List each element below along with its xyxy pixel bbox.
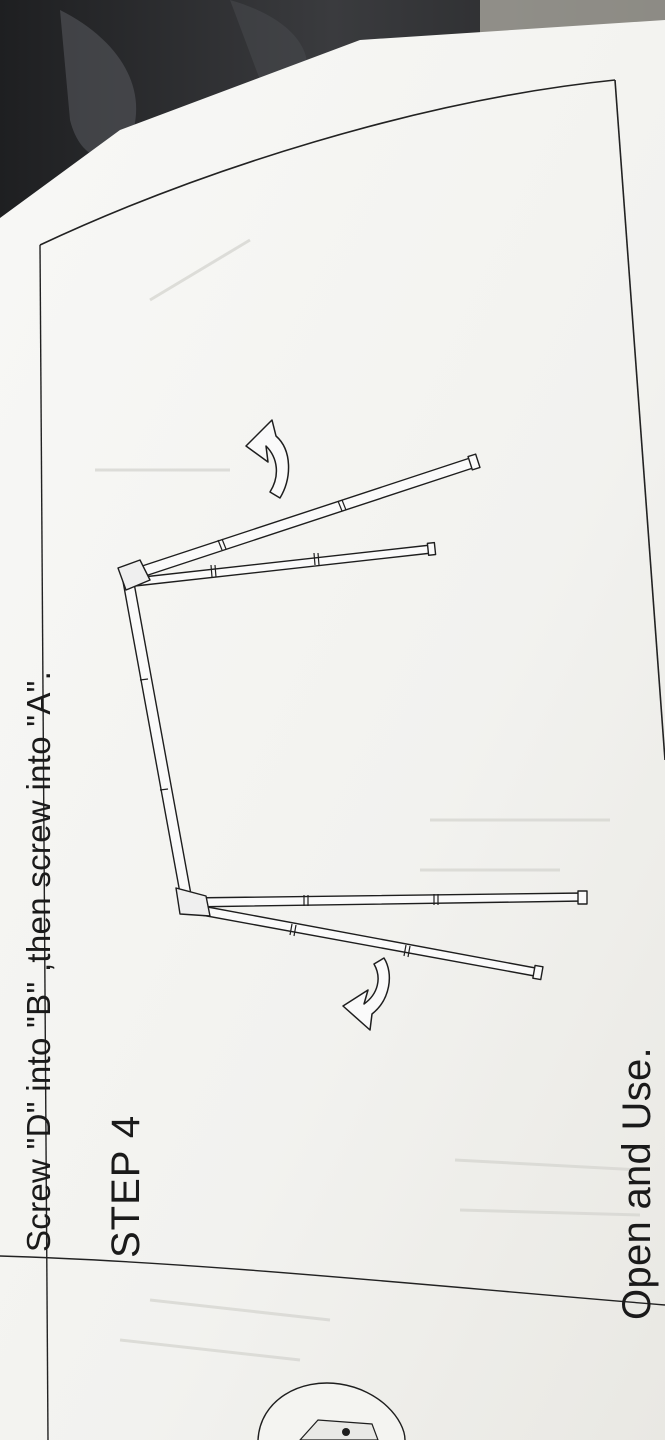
paper-sheet [0,20,665,1440]
instruction-text: Screw "D" into "B" ,then screw into "A". [20,670,57,1252]
bag-highlight [60,10,137,158]
leg-end-cap [467,453,481,471]
show-through-text [95,238,641,1362]
rotate-arrow-icon [245,419,290,499]
rotate-arrow-icon [342,957,391,1031]
frame-joint [175,887,211,917]
leg-end-cap [426,541,437,556]
frame-left-border [39,244,49,1440]
next-step-diagram-partial [257,1382,406,1440]
frame-top-border [39,79,616,246]
leg-end-cap [577,890,588,905]
frame-joint [117,559,151,591]
frame-right-border [614,79,665,761]
frame-bottom-border [0,1255,665,1306]
footer-instruction: Open and Use. [615,1047,659,1320]
leg-lock-marks [139,499,439,958]
gazebo-frame-illustration [117,453,588,981]
step-title: STEP 4 [104,1114,148,1258]
leg-end-cap [532,964,544,981]
